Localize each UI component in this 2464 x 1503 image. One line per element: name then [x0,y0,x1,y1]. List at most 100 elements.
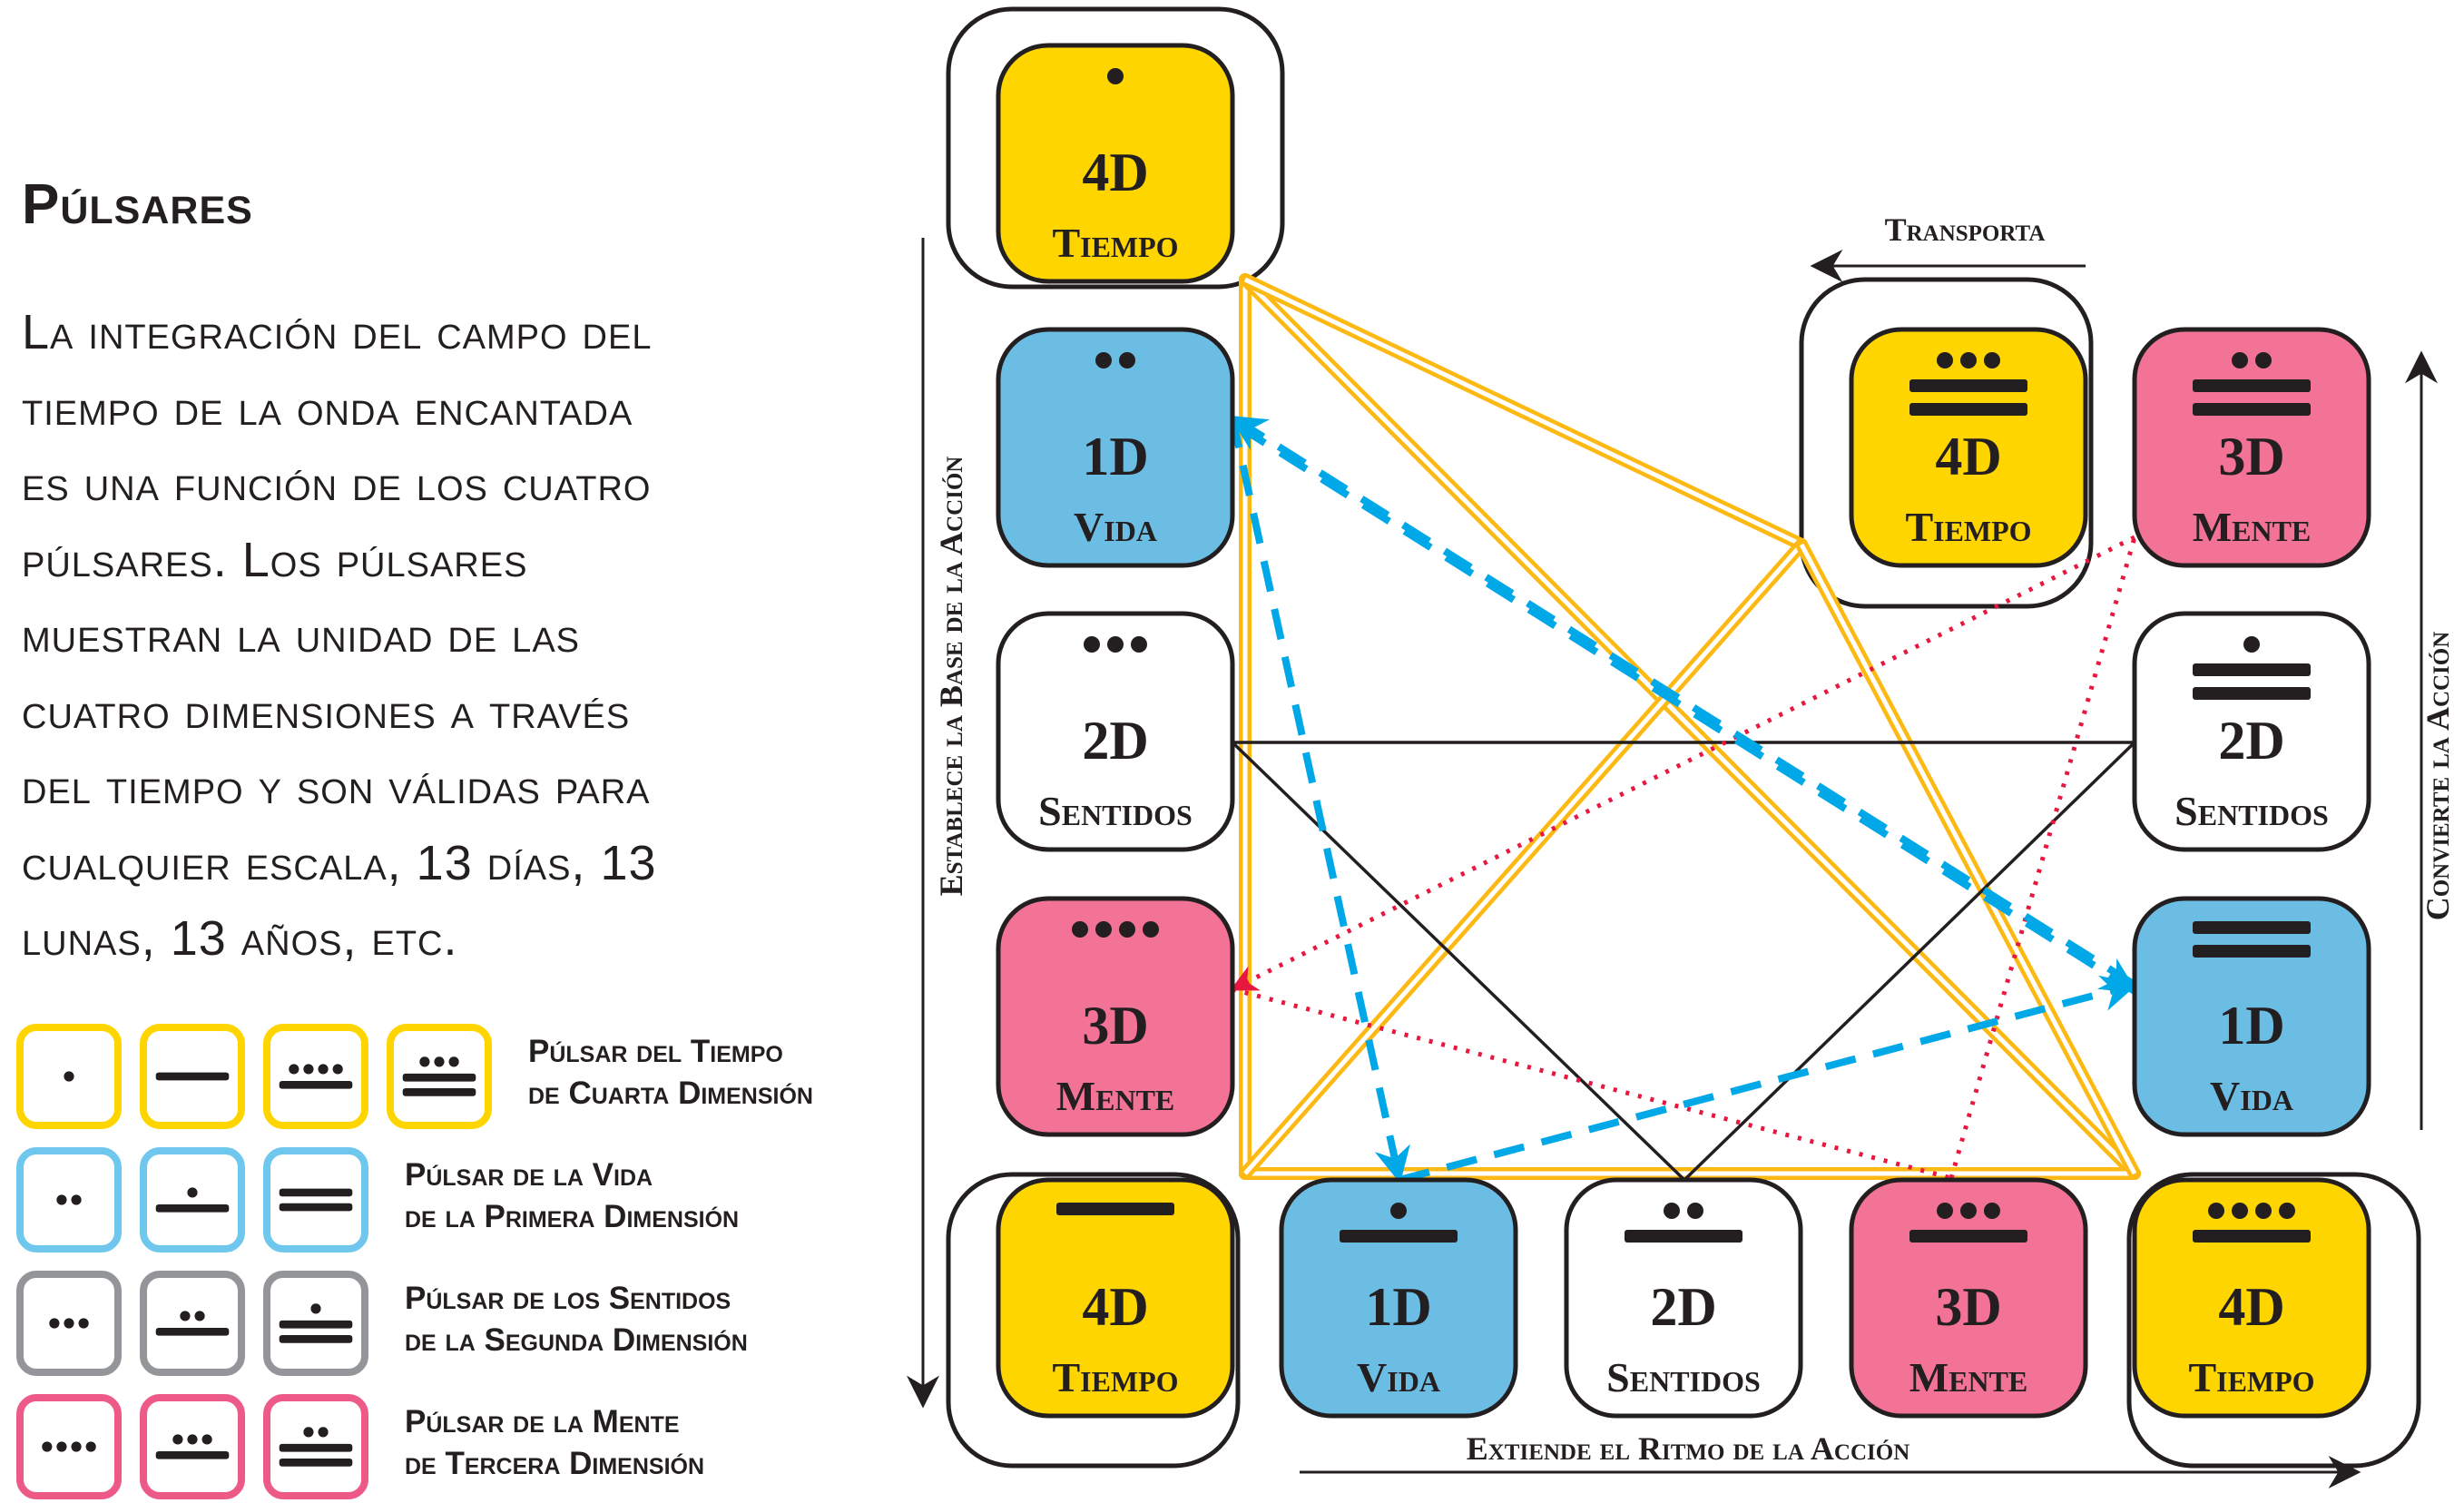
legend-glyph-box [263,1271,368,1376]
mente-pulsar-line [1949,536,2137,1179]
tone-box-11: 2D Sentidos [2132,611,2371,852]
numeral-dot [2208,1203,2224,1219]
tone-name: Tiempo [2188,1354,2314,1400]
legend-glyph-box [16,1147,122,1252]
tone-box-background [2132,896,2371,1137]
numeral-dot [201,1434,212,1445]
vida-pulsar-line [1398,975,2138,1184]
numeral-bar [1625,1230,1742,1243]
vida-pulsar-line [1229,417,1410,1184]
numeral-bar [1909,379,2027,392]
mayan-numeral-icon [279,1064,353,1089]
tone-box-9: 4D Tiempo [2132,1177,2371,1419]
mayan-numeral-icon [155,1072,230,1081]
numeral-dot [1960,352,1977,368]
mente-pulsar-line [1232,987,1952,1181]
description-line: cualquier escala, 13 días, 13 [22,835,657,890]
description-line: tiempo de la onda encantada [22,380,633,436]
numeral-bar [279,1188,353,1197]
legend-label-line: de la Segunda Dimensión [405,1322,748,1358]
mayan-numeral-icon [279,1427,353,1467]
numeral-bar [2193,945,2311,958]
tone-name: Sentidos [2174,788,2329,834]
numeral-dot [1119,921,1135,938]
description-line: muestran la unidad de las [22,608,581,663]
mayan-numeral-icon [155,1187,230,1213]
numeral-dot [1937,352,1953,368]
mayan-numeral-icon [49,1318,89,1329]
numeral-dot [1390,1203,1407,1219]
numeral-bar [279,1203,353,1212]
page-title: Púlsares [22,173,253,236]
numeral-bar [1909,403,2027,416]
numeral-bar [279,1335,353,1343]
description-line: del tiempo y son válidas para [22,760,651,814]
numeral-dot [1664,1203,1680,1219]
tone-name: Sentidos [1038,788,1193,834]
legend-glyph-box [263,1024,368,1129]
numeral-dot [1072,921,1088,938]
legend-glyph-box [140,1271,245,1376]
numeral-dot [1095,921,1112,938]
numeral-dot [448,1056,459,1067]
numeral-dot [2243,636,2260,653]
numeral-bar [2193,1230,2311,1243]
numeral-bar [1909,1230,2027,1243]
mayan-numeral-icon [279,1303,353,1343]
mayan-numeral-icon [64,1071,74,1082]
numeral-dot [180,1311,191,1321]
numeral-dot [1984,352,2000,368]
numeral-dot [303,1427,314,1438]
tone-box-background [996,1177,1235,1419]
numeral-dot [64,1071,74,1082]
description-line: cuatro dimensiones a través [22,683,631,739]
mayan-numeral-icon [402,1056,476,1096]
numeral-bar [2193,663,2311,676]
tone-dimension: 2D [1650,1277,1716,1337]
numeral-dot [194,1311,205,1321]
mayan-numeral-icon [56,1194,82,1205]
description-line: púlsares. Los púlsares [22,532,528,587]
numeral-dot [2279,1203,2295,1219]
numeral-bar [279,1443,353,1452]
tone-name: Vida [2210,1073,2293,1119]
numeral-dot [172,1434,183,1445]
tone-box-background [996,43,1235,284]
tone-dimension: 4D [1935,427,2001,486]
numeral-dot [2232,352,2248,368]
top-axis-label: Transporta [1885,211,2046,248]
tone-dimension: 3D [2218,427,2284,486]
tone-box-background [996,611,1235,852]
tone-dimension: 2D [2218,711,2284,771]
numeral-dot [187,1434,198,1445]
numeral-dot [2255,1203,2272,1219]
description-line: lunas, 13 años, etc. [22,911,458,966]
description-line: es una función de los cuatro [22,457,652,511]
numeral-dot [71,1194,82,1205]
numeral-dot [42,1441,53,1452]
tone-dimension: 4D [1082,142,1148,202]
numeral-dot [1084,636,1100,653]
tone-dimension: 4D [2218,1277,2284,1337]
numeral-dot [1143,921,1159,938]
numeral-bar [2193,403,2311,416]
numeral-dot [56,1441,67,1452]
legend-label-line: Púlsar de la Mente [405,1404,680,1439]
numeral-bar [279,1459,353,1467]
numeral-dot [318,1427,329,1438]
tone-dimension: 4D [1082,1277,1148,1337]
mayan-numeral-icon [42,1441,96,1452]
numeral-bar [402,1073,476,1082]
numeral-bar [402,1088,476,1096]
numeral-dot [1107,68,1124,84]
tone-dimension: 2D [1082,711,1148,771]
